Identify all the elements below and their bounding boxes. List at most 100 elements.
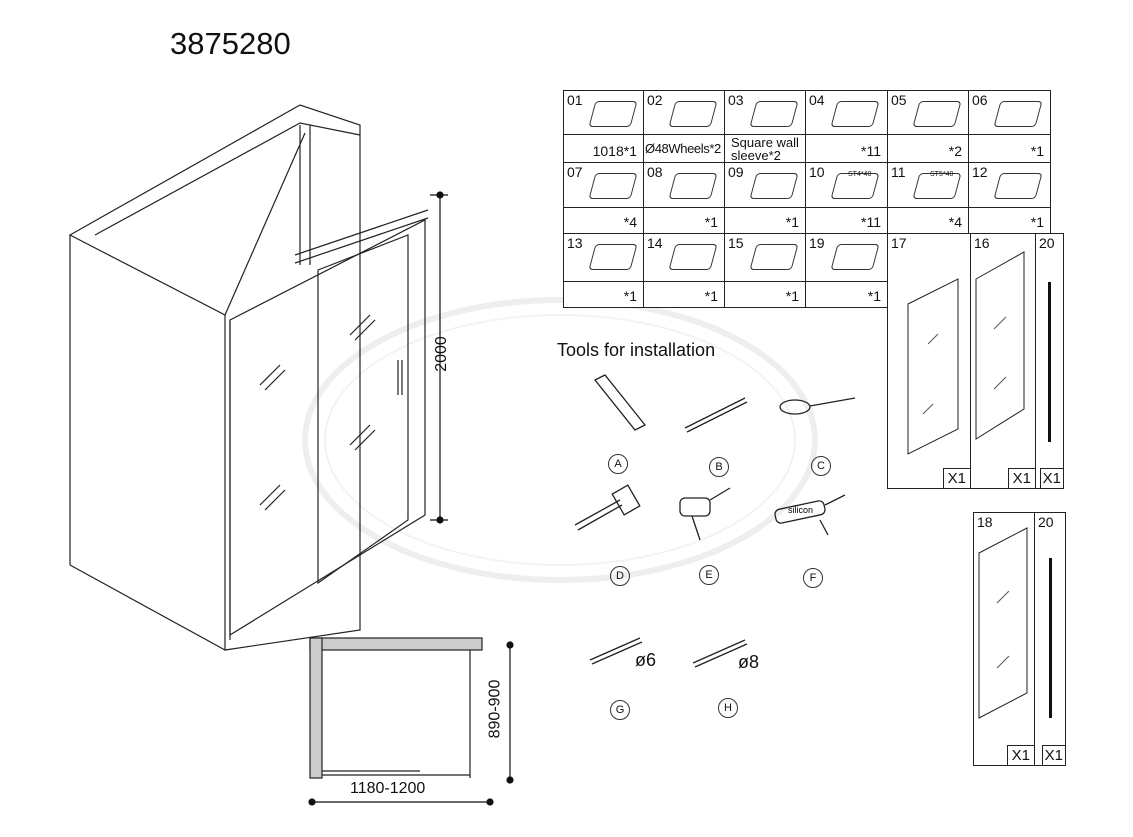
panel-box-17: 17 X1 (887, 233, 971, 489)
part-number: 02 (647, 92, 663, 108)
drill-bit-6-label: ø6 (635, 650, 657, 670)
pencil-icon (684, 397, 746, 429)
part-image-cell: 07 (563, 162, 644, 208)
tool-label-e: E (699, 565, 719, 585)
part-number: 04 (809, 92, 825, 108)
part-qty-cell: *11 (805, 207, 888, 234)
hardware-part-icon (588, 173, 638, 199)
part-number: 01 (567, 92, 583, 108)
hardware-part-icon (668, 244, 718, 270)
part-qty-cell: *4 (563, 207, 644, 234)
panel-qty: X1 (942, 468, 970, 488)
part-qty-cell: Ø48Wheels*2 (643, 134, 725, 163)
part-quantity: *4 (948, 214, 962, 230)
part-quantity: *2 (948, 143, 962, 159)
part-number: 12 (972, 164, 988, 180)
part-number: 08 (647, 164, 663, 180)
part-image-cell: 10 ST4*40 (805, 162, 888, 208)
hardware-part-icon (830, 101, 880, 127)
part-qty-cell: *1 (724, 207, 806, 234)
part-image-cell: 04 (805, 90, 888, 135)
part-quantity: *1 (704, 288, 718, 304)
part-quantity: *4 (623, 214, 637, 230)
hammer-icon (574, 484, 641, 531)
part-quantity: *1 (704, 214, 718, 230)
width-dimension: 1180-1200 (350, 780, 426, 797)
part-number: 06 (972, 92, 988, 108)
panel-box-20b: 20 X1 (1034, 512, 1066, 766)
part-qty-cell: *1 (563, 281, 644, 308)
glass-panel-icon (978, 527, 1028, 719)
part-number: 14 (647, 235, 663, 251)
part-quantity: *1 (785, 288, 799, 304)
part-image-cell: 12 (968, 162, 1051, 208)
hardware-part-icon (993, 173, 1043, 199)
glass-panel-icon (975, 251, 1025, 440)
panel-qty: X1 (1039, 468, 1063, 488)
spirit-level-icon (593, 374, 647, 431)
part-image-cell: 09 (724, 162, 806, 208)
tool-label-d: D (610, 566, 630, 586)
tool-label-f: F (803, 568, 823, 588)
panel-qty: X1 (1006, 745, 1034, 765)
hardware-part-icon (993, 101, 1043, 127)
part-number: 10 (809, 164, 825, 180)
drill-bit-6-icon (589, 637, 643, 665)
part-qty-cell: *2 (887, 134, 969, 163)
tools-drawings: silicon (574, 374, 856, 668)
panel-qty: X1 (1007, 468, 1035, 488)
part-qty-cell: *1 (968, 207, 1051, 234)
part-qty-cell: *1 (968, 134, 1051, 163)
part-image-cell: 08 (643, 162, 725, 208)
part-qty-cell: Square wall sleeve*2 (724, 134, 806, 163)
watermark-logo (302, 297, 818, 583)
tool-label-b: B (709, 457, 729, 477)
seal-strip-icon (1049, 558, 1052, 718)
silicone-gun-icon (774, 494, 846, 536)
tools-heading: Tools for installation (557, 340, 716, 360)
part-image-cell: 15 (724, 233, 806, 282)
tool-label-h: H (718, 698, 738, 718)
panel-qty: X1 (1041, 745, 1065, 765)
part-image-cell: 06 (968, 90, 1051, 135)
hardware-part-icon (668, 101, 718, 127)
part-number: 11 (891, 164, 906, 180)
hardware-part-icon (668, 173, 718, 199)
part-number: 19 (809, 235, 825, 251)
part-image-cell: 14 (643, 233, 725, 282)
tool-label-a: A (608, 454, 628, 474)
hardware-part-icon (588, 101, 638, 127)
part-qty-cell: *1 (724, 281, 806, 308)
depth-dimension: 890-900 (486, 679, 504, 739)
hardware-part-icon (912, 101, 962, 127)
part-quantity: *1 (867, 288, 881, 304)
glass-panel-icon (907, 278, 959, 455)
part-qty-cell: *1 (805, 281, 888, 308)
part-number: 18 (977, 514, 993, 530)
tool-label-g: G (610, 700, 630, 720)
part-quantity: *1 (1030, 214, 1044, 230)
part-image-cell: 13 (563, 233, 644, 282)
panel-box-18: 18 X1 (973, 512, 1035, 766)
part-qty-cell: *4 (887, 207, 969, 234)
part-number: 17 (891, 235, 907, 251)
part-quantity: *1 (1030, 143, 1044, 159)
part-image-cell: 05 (887, 90, 969, 135)
screwdriver-icon (779, 397, 856, 415)
seal-strip-icon (1048, 282, 1051, 442)
plan-view-drawing (308, 637, 514, 806)
part-quantity: *1 (785, 214, 799, 230)
drill-icon (679, 487, 731, 541)
part-quantity: Square wall sleeve*2 (731, 135, 799, 163)
part-image-cell: 02 (643, 90, 725, 135)
part-number: 20 (1038, 514, 1054, 530)
part-number: 16 (974, 235, 990, 251)
panel-box-20: 20 X1 (1035, 233, 1064, 489)
panel-box-16: 16 X1 (970, 233, 1036, 489)
part-number: 03 (728, 92, 744, 108)
part-image-cell: 01 (563, 90, 644, 135)
tool-label-c: C (811, 456, 831, 476)
screw-size-note: ST4*40 (848, 171, 872, 178)
part-qty-cell: *1 (643, 207, 725, 234)
